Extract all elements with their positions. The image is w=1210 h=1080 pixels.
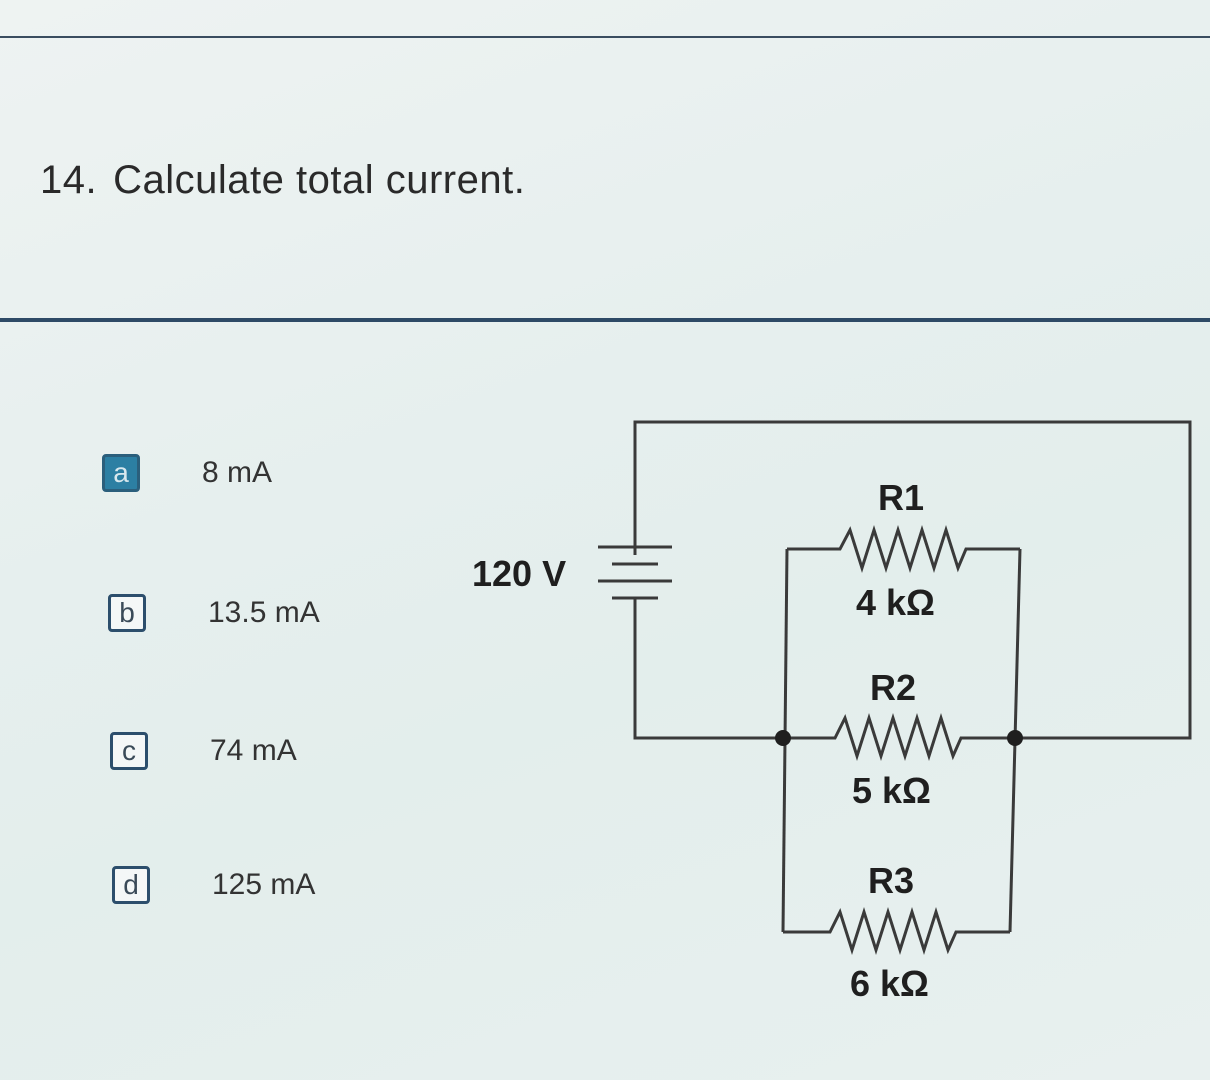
r1-value: 4 kΩ — [856, 582, 935, 623]
answer-option-c[interactable]: c 74 mA — [110, 732, 297, 770]
r1-name: R1 — [878, 477, 924, 518]
junction-right — [1007, 730, 1023, 746]
r3-value: 6 kΩ — [850, 963, 929, 1004]
r3-name: R3 — [868, 860, 914, 901]
option-letter-d[interactable]: d — [112, 866, 150, 904]
r3-zigzag — [783, 907, 1010, 955]
option-text-a[interactable]: 8 mA — [202, 456, 273, 489]
junction-left — [775, 730, 791, 746]
r1-zigzag — [787, 525, 1020, 573]
option-text-b[interactable]: 13.5 mA — [208, 596, 320, 629]
outer-wire — [633, 420, 1192, 740]
question-text: Calculate total current. — [113, 158, 526, 202]
top-divider — [0, 36, 1210, 38]
battery-symbol — [598, 530, 672, 612]
answer-option-b[interactable]: b 13.5 mA — [108, 594, 320, 632]
option-letter-a[interactable]: a — [102, 454, 140, 492]
r2-zigzag — [783, 713, 1015, 761]
option-letter-c[interactable]: c — [110, 732, 148, 770]
question-heading: 14. Calculate total current. — [40, 158, 525, 203]
option-text-d[interactable]: 125 mA — [212, 868, 316, 901]
r2-value: 5 kΩ — [852, 770, 931, 811]
answer-option-d[interactable]: d 125 mA — [112, 866, 315, 904]
answer-option-a[interactable]: a 8 mA — [102, 454, 272, 492]
bottom-divider — [0, 318, 1210, 322]
battery-return-wire — [633, 605, 783, 740]
r2-name: R2 — [870, 667, 916, 708]
question-number: 14. — [40, 158, 98, 202]
option-text-c[interactable]: 74 mA — [210, 734, 297, 767]
option-letter-b[interactable]: b — [108, 594, 146, 632]
source-voltage-label: 120 V — [472, 553, 566, 594]
